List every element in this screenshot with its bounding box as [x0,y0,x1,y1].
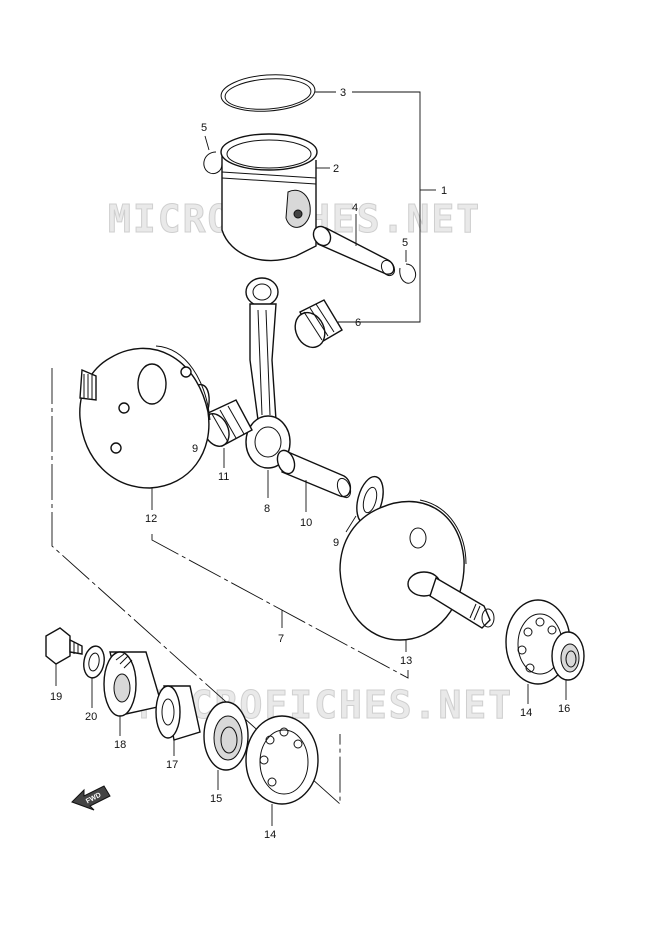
fwd-arrow-icon: FWD [71,785,111,811]
crank-pin[interactable] [274,448,353,512]
callout-18: 18 [114,739,126,751]
callout-10: 10 [300,517,312,529]
callout-9-left: 9 [192,443,198,455]
piston-pin-circlip-left[interactable] [203,135,223,175]
callout-6: 6 [355,317,361,329]
callout-20: 20 [85,711,97,723]
callout-17: 17 [166,759,178,771]
piston-pin-circlip-right[interactable] [399,250,417,284]
callout-5-right: 5 [402,237,408,249]
callout-14-right: 14 [520,707,532,719]
piston[interactable] [220,133,330,262]
callout-8: 8 [264,503,270,515]
callout-13: 13 [400,655,412,667]
callout-5-left: 5 [201,122,207,134]
crank-flywheel-left[interactable] [79,345,211,510]
callout-12: 12 [145,513,157,525]
callout-19: 19 [50,691,62,703]
callout-1: 1 [441,185,447,197]
callout-14-left: 14 [264,829,276,841]
callout-11: 11 [218,471,229,483]
callout-16: 16 [558,703,570,715]
oil-seal-left[interactable] [203,701,249,790]
piston-pin[interactable] [310,214,397,278]
primary-gear-washer[interactable] [81,645,106,708]
group-bracket-1 [338,91,436,323]
primary-gear-bolt[interactable] [45,627,83,686]
group-bracket-7 [51,368,409,806]
crankshaft-bearing-left[interactable] [245,715,319,826]
callout-7: 7 [278,633,284,645]
callout-15: 15 [210,793,222,805]
callout-3: 3 [340,87,346,99]
crankshaft-spacer[interactable] [155,685,201,756]
callout-9-right: 9 [333,537,339,549]
callout-4: 4 [352,202,358,214]
watermark-bottom: MICROFICHES.NET [140,683,513,727]
small-end-bearing[interactable] [290,299,350,352]
piston-ring[interactable] [220,72,336,114]
crank-flywheel-right[interactable] [339,499,495,652]
callout-2: 2 [333,163,339,175]
callout-labels: 3 5 2 1 4 5 6 9 11 8 12 10 9 7 13 19 14 … [50,87,570,841]
oil-seal-right[interactable] [551,631,585,700]
